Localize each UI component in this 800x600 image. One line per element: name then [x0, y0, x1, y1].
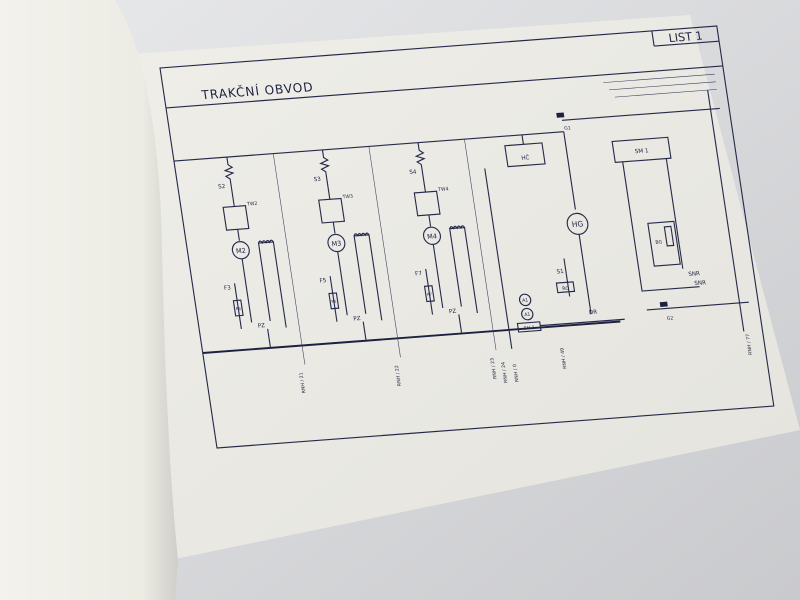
wire-label: RNH / 49 — [559, 348, 568, 369]
fuse-label: F3 — [224, 285, 232, 292]
relay-box — [504, 142, 546, 168]
fuse-label: F7 — [415, 271, 423, 278]
switch-label: S4 — [409, 169, 417, 176]
wire-label: RNH / 77 — [745, 334, 754, 355]
resistor-box — [328, 292, 340, 310]
wire-label: RNH / 22 — [394, 365, 403, 386]
output-label: DR — [589, 310, 598, 317]
contact-g2-label: G2 — [666, 315, 673, 322]
wire-label: RNH / 24 — [500, 362, 509, 383]
resistor-label: BG — [655, 239, 663, 246]
output-label: SNR — [694, 280, 707, 287]
relay-label: HČ — [521, 154, 530, 162]
resistor-label: R3 — [235, 306, 241, 311]
output-label: SNR — [688, 271, 701, 278]
resistor-symbol — [319, 149, 331, 200]
field-coil — [353, 232, 370, 237]
switch-label: S2 — [218, 184, 226, 191]
resistor-label: ŘO — [562, 284, 570, 293]
contact-label: PZ — [449, 309, 457, 316]
control-box-label: SM 1 — [635, 148, 650, 155]
switch-label: S1 — [556, 269, 564, 276]
contact-label: PZ — [353, 316, 361, 323]
ammeter-1 — [518, 293, 532, 307]
resistor-box — [423, 285, 435, 303]
motor-label: M3 — [331, 239, 342, 248]
wire-label: RNH / 21 — [298, 372, 307, 393]
ammeter-1-label: A1 — [522, 298, 529, 304]
control-section: G1 SM 1 BG SNR SNR G2 RNH / 77 — [556, 73, 754, 355]
control-box — [611, 136, 672, 164]
motor-label: M2 — [235, 247, 246, 256]
switch-s1 — [563, 258, 571, 297]
title-divider — [165, 65, 723, 109]
wire-label: RNH / 0 — [512, 364, 521, 382]
contact-g1-symbol — [556, 112, 565, 118]
field-coil — [449, 225, 466, 230]
switch-box-label: TW2 — [246, 201, 258, 208]
resistor-symbol — [223, 157, 235, 207]
switch-box-label: TW3 — [341, 194, 353, 201]
ammeter-2 — [521, 307, 534, 321]
diagram-frame — [159, 25, 775, 449]
contact-g2-symbol — [659, 301, 668, 307]
contact-g1-label: G1 — [564, 125, 571, 132]
sheet-label: LIST 1 — [668, 28, 704, 45]
field-coil — [257, 239, 274, 245]
resistor-box — [232, 299, 244, 317]
motor-label: M4 — [427, 232, 438, 241]
wire-label: RNH / 23 — [490, 358, 499, 379]
contact-label: PZ — [257, 323, 265, 330]
bottom-bus — [202, 320, 621, 354]
switch-box-label: TW4 — [437, 186, 449, 193]
resistor-symbol — [414, 142, 426, 193]
ammeter-2-label: A1 — [524, 312, 531, 318]
fuse-label: F5 — [319, 278, 327, 285]
resistor-label: R7 — [427, 291, 433, 296]
generator-label: HG — [571, 219, 584, 229]
generator-section: HČ HG S1 ŘO DR A1 A1 SH 1 RNH / 24 RNH /… — [484, 131, 625, 383]
page — [120, 15, 800, 560]
switch-label: S3 — [313, 177, 321, 184]
shunt-label: SH 1 — [524, 325, 536, 332]
resistor-label: R5 — [331, 298, 337, 303]
left-page-curl — [0, 0, 178, 600]
